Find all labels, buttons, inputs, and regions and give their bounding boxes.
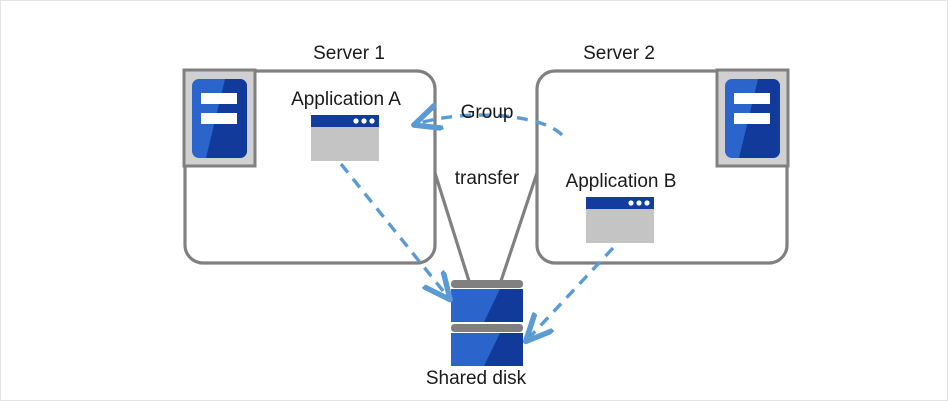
application-window-titlebar	[586, 197, 654, 209]
group-transfer-label-line-2: transfer	[454, 168, 520, 189]
application-a-label: Application A	[291, 89, 401, 110]
connector-server1-to-disk	[433, 172, 471, 282]
application-b-label: Application B	[565, 171, 677, 192]
shared-disk-label: Shared disk	[425, 368, 527, 389]
disk-stack-icon[interactable]	[451, 280, 523, 366]
connector-app-b-to-disk	[528, 246, 615, 339]
window-dot	[361, 118, 367, 124]
disk-platter-middle	[451, 324, 523, 332]
server-bar-top	[201, 93, 237, 104]
server-bar-bottom	[201, 113, 237, 124]
application-b-icon-group[interactable]	[586, 197, 654, 243]
server-to-disk-connectors	[433, 172, 539, 282]
server-2-label: Server 2	[583, 43, 655, 64]
window-dot	[636, 200, 642, 206]
connector-app-a-to-disk	[339, 162, 448, 297]
window-dot	[628, 200, 634, 206]
application-a-icon-group[interactable]	[311, 115, 379, 161]
connector-server2-to-disk	[499, 172, 539, 282]
server-2-icon-group	[715, 68, 790, 168]
disk-block-lower-shade	[484, 333, 523, 366]
disk-platter-top	[451, 280, 523, 288]
server-1-label: Server 1	[313, 43, 385, 64]
window-dot	[369, 118, 375, 124]
server-1-icon-group	[182, 68, 257, 168]
connector-group-transfer	[417, 115, 564, 137]
group-transfer-label-line-1: Group	[460, 102, 514, 123]
window-dot	[644, 200, 650, 206]
disk-block-upper-shade	[484, 289, 523, 322]
window-dot	[353, 118, 359, 124]
server-bar-bottom	[734, 113, 770, 124]
group-transfer-label: Group transfer	[414, 58, 560, 234]
server-bar-top	[734, 93, 770, 104]
application-window-titlebar	[311, 115, 379, 127]
